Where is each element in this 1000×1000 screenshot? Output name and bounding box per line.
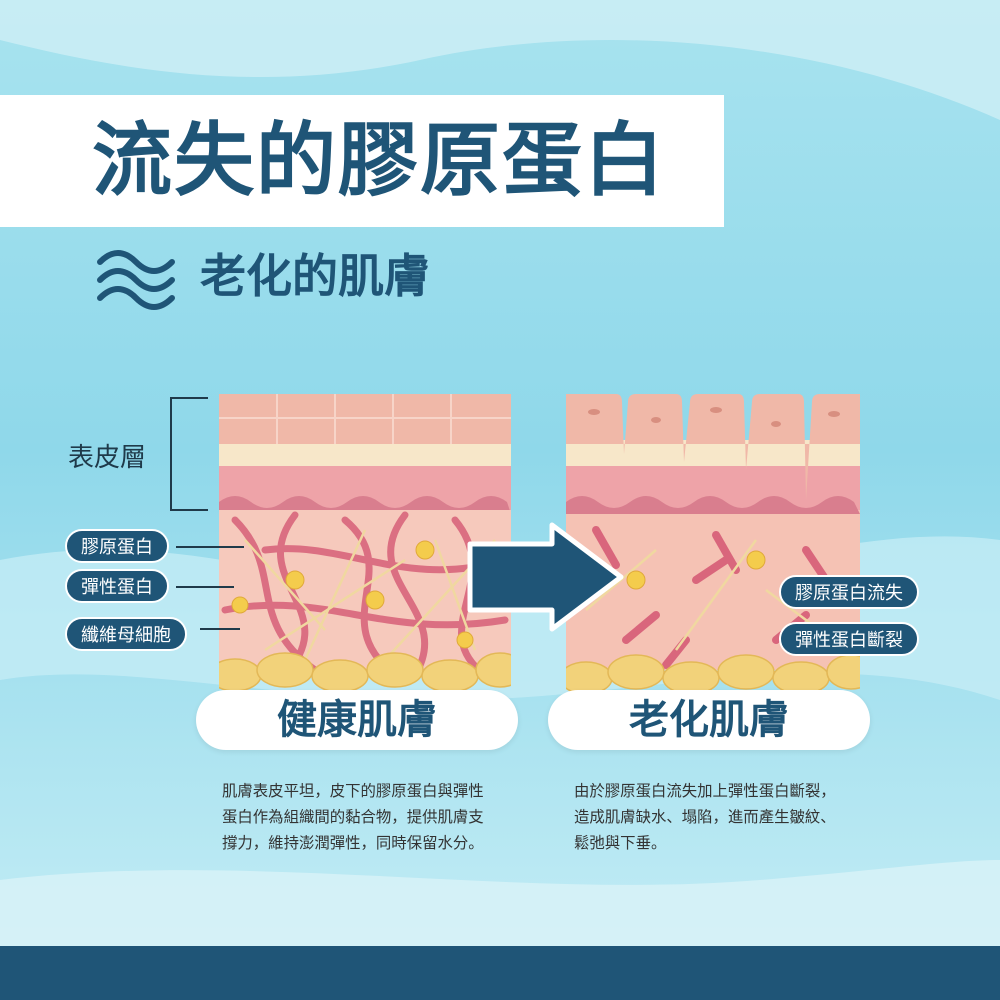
page-title: 流失的膠原蛋白 bbox=[92, 114, 666, 207]
healthy-skin-badge: 健康肌膚 bbox=[196, 690, 518, 750]
elastin-label: 彈性蛋白 bbox=[65, 569, 169, 603]
aging-skin-illustration bbox=[566, 394, 860, 692]
epidermis-bracket bbox=[170, 397, 208, 511]
epidermis-label: 表皮層 bbox=[68, 443, 147, 473]
waves-icon bbox=[97, 250, 175, 310]
aging-skin-description: 由於膠原蛋白流失加上彈性蛋白斷裂，造成肌膚缺水、塌陷，進而產生皺紋、鬆弛與下垂。 bbox=[574, 782, 836, 852]
elastin-leader bbox=[176, 586, 234, 588]
title-banner bbox=[0, 95, 724, 227]
subtitle: 老化的肌膚 bbox=[200, 249, 430, 303]
collagen-leader bbox=[176, 546, 244, 548]
healthy-skin-illustration bbox=[219, 394, 511, 692]
collagen-label: 膠原蛋白 bbox=[65, 529, 169, 563]
elastin-break-label: 彈性蛋白斷裂 bbox=[779, 622, 919, 656]
fibroblast-label: 纖維母細胞 bbox=[65, 617, 187, 651]
aging-skin-badge: 老化肌膚 bbox=[548, 690, 870, 750]
arrow-right-icon bbox=[467, 522, 624, 632]
footer-bar bbox=[0, 946, 1000, 1000]
fibroblast-leader bbox=[200, 628, 240, 630]
healthy-skin-description: 肌膚表皮平坦，皮下的膠原蛋白與彈性蛋白作為組織間的黏合物，提供肌膚支撐力，維持澎… bbox=[222, 782, 484, 852]
collagen-loss-label: 膠原蛋白流失 bbox=[779, 575, 919, 609]
